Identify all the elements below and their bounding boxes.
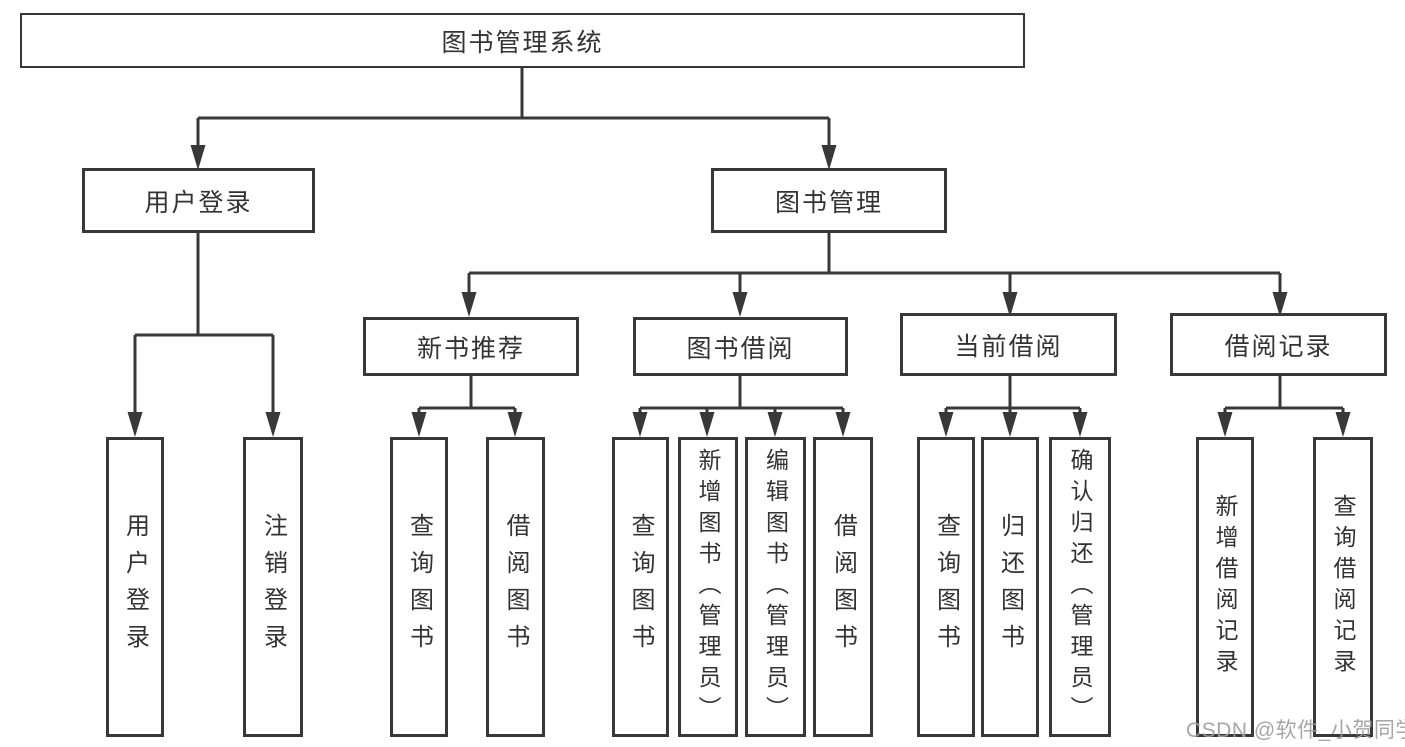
node-user-login: 用户登录 xyxy=(82,168,315,233)
node-book-borrowing-label: 图书借阅 xyxy=(686,334,795,363)
node-book-management: 图书管理 xyxy=(711,168,947,233)
leaf-query-books-current-label: 查询图书 xyxy=(932,513,960,661)
leaf-add-borrow-record-label: 新增借阅记录 xyxy=(1212,494,1238,680)
leaf-add-borrow-record: 新增借阅记录 xyxy=(1196,437,1254,737)
leaf-return-books-label: 归还图书 xyxy=(996,513,1024,661)
node-library-system-label: 图书管理系统 xyxy=(441,28,604,57)
node-book-borrowing: 图书借阅 xyxy=(633,317,848,376)
node-user-login-label: 用户登录 xyxy=(144,188,253,217)
leaf-borrow-books-recommend: 借阅图书 xyxy=(486,437,545,737)
leaf-borrow-books: 借阅图书 xyxy=(813,437,873,737)
node-current-borrowing-label: 当前借阅 xyxy=(954,332,1063,361)
csdn-watermark: CSDN @软件_小贺同学 xyxy=(1186,719,1405,742)
node-borrowing-records-label: 借阅记录 xyxy=(1224,332,1333,361)
leaf-query-books-current: 查询图书 xyxy=(917,437,975,737)
leaf-query-books-recommend-label: 查询图书 xyxy=(405,513,433,661)
leaf-confirm-return-admin-label: 确认归还（管理员） xyxy=(1067,447,1093,727)
node-library-system: 图书管理系统 xyxy=(20,13,1025,68)
node-current-borrowing: 当前借阅 xyxy=(900,313,1117,376)
leaf-query-books-borrowing-label: 查询图书 xyxy=(627,513,654,661)
leaf-return-books: 归还图书 xyxy=(981,437,1039,737)
leaf-borrow-books-recommend-label: 借阅图书 xyxy=(502,513,529,661)
leaf-add-books-admin-label: 新增图书（管理员） xyxy=(695,447,721,727)
leaf-query-borrow-record-label: 查询借阅记录 xyxy=(1330,494,1356,680)
leaf-logout: 注销登录 xyxy=(243,437,303,737)
leaf-user-login-label: 用户登录 xyxy=(121,513,149,661)
node-new-book-recommend-label: 新书推荐 xyxy=(416,334,525,363)
node-new-book-recommend: 新书推荐 xyxy=(363,317,579,376)
leaf-query-books-borrowing: 查询图书 xyxy=(612,437,669,737)
leaf-user-login: 用户登录 xyxy=(106,437,164,737)
leaf-query-books-recommend: 查询图书 xyxy=(390,437,448,737)
leaf-logout-label: 注销登录 xyxy=(259,513,287,661)
leaf-edit-books-admin-label: 编辑图书（管理员） xyxy=(762,447,789,727)
node-borrowing-records: 借阅记录 xyxy=(1170,313,1387,376)
node-book-management-label: 图书管理 xyxy=(774,188,883,217)
leaf-add-books-admin: 新增图书（管理员） xyxy=(678,437,738,737)
leaf-edit-books-admin: 编辑图书（管理员） xyxy=(745,437,806,737)
leaf-borrow-books-label: 借阅图书 xyxy=(829,513,857,661)
leaf-confirm-return-admin: 确认归还（管理员） xyxy=(1049,437,1111,737)
leaf-query-borrow-record: 查询借阅记录 xyxy=(1313,437,1373,737)
